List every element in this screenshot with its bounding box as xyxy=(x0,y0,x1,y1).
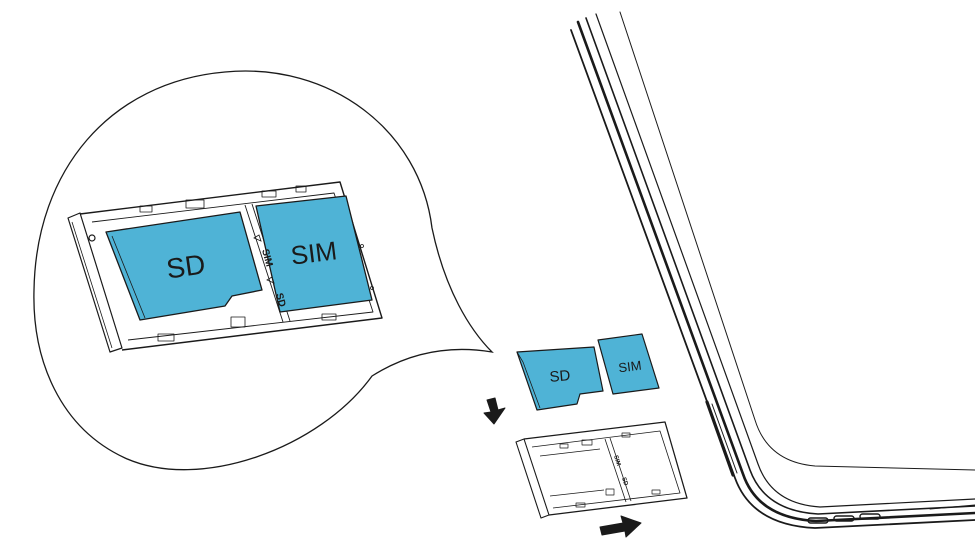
tray-slot-text-sd: SD xyxy=(620,477,628,487)
sim-card-label: SIM xyxy=(618,358,643,376)
zoom-slot-engravings: SIM SD xyxy=(253,234,287,308)
sim-card: SIM xyxy=(597,333,660,395)
zoom-sd-card: SD xyxy=(105,211,263,321)
sd-card-label: SD xyxy=(549,367,571,386)
tray-slot-text-sim: SIM xyxy=(612,455,621,467)
arrow-right-icon xyxy=(599,515,642,538)
zoom-sim-card: SIM xyxy=(255,195,373,313)
zoom-slot-text-sd: SD xyxy=(273,292,287,308)
zoom-sim-label: SIM xyxy=(289,235,339,270)
sim-tray: SIM SD xyxy=(515,421,688,519)
zoom-callout-bubble xyxy=(33,70,494,471)
speaker-grille xyxy=(807,513,881,524)
zoom-sd-label: SD xyxy=(164,248,207,284)
sd-card: SD xyxy=(516,346,604,411)
phone-outline xyxy=(570,11,975,529)
zoom-slot-text-sim: SIM xyxy=(259,248,274,268)
arrow-down-icon xyxy=(483,397,506,425)
